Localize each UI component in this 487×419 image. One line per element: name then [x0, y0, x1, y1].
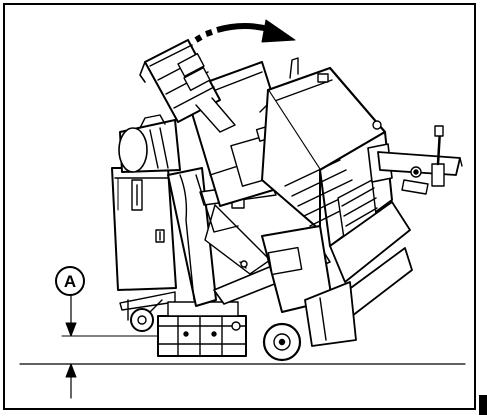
- callout-a: A: [55, 266, 85, 296]
- tilt-arrow-icon: [184, 19, 296, 51]
- control-handle: [367, 125, 463, 195]
- grinding-head: [157, 301, 247, 357]
- callout-label: A: [64, 272, 76, 291]
- page-tab-mark: [479, 395, 487, 415]
- top-motor: [139, 39, 236, 133]
- dimension-arrow-icon: [65, 291, 77, 399]
- side-motor: [118, 114, 181, 173]
- machine-body: [111, 39, 463, 362]
- tank-housing: [239, 201, 413, 347]
- front-wheel: [262, 322, 302, 362]
- left-cabinet: [111, 167, 177, 291]
